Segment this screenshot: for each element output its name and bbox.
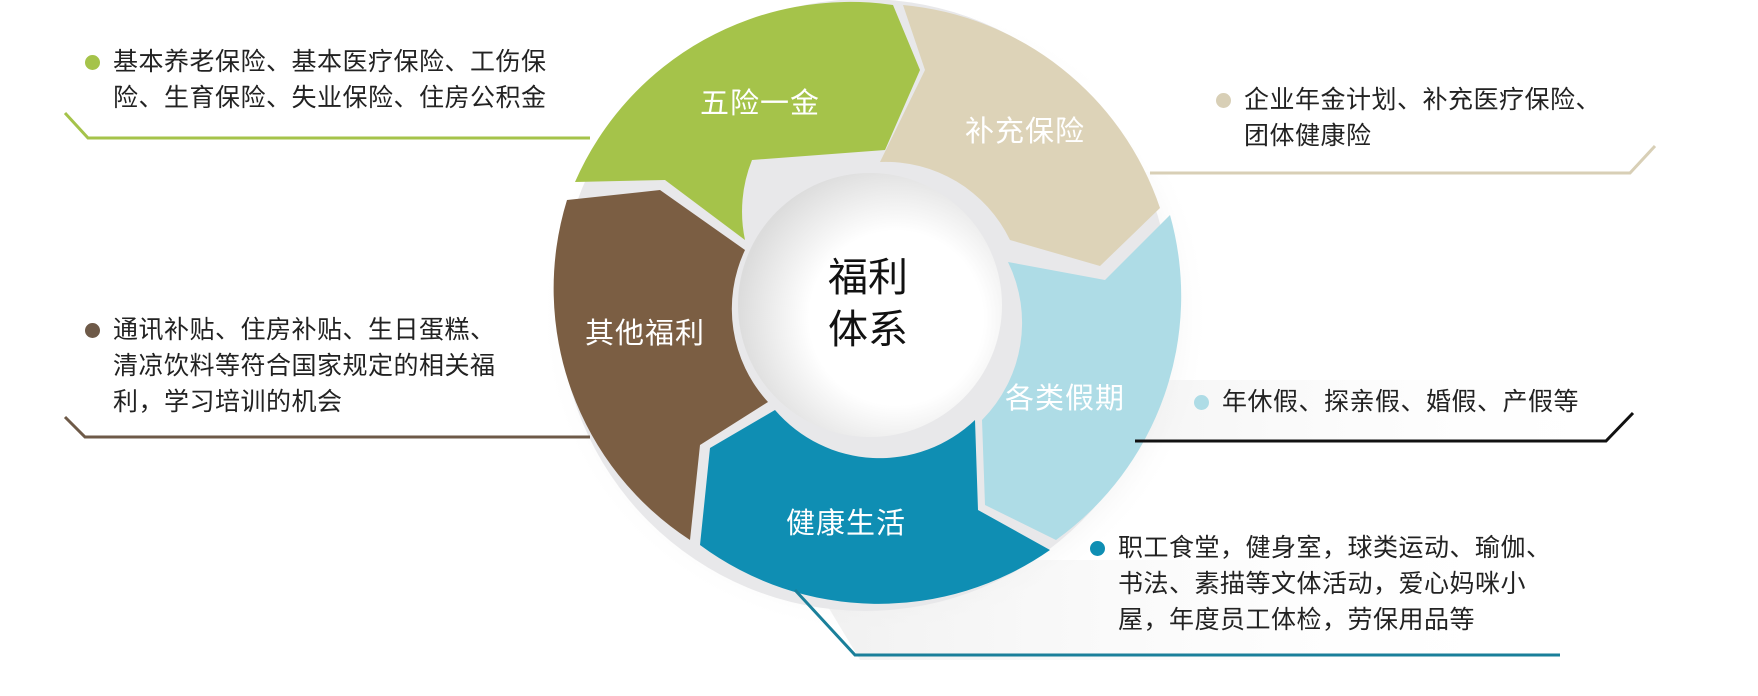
description-line: 书法、素描等文体活动，爱心妈咪小	[1118, 569, 1527, 598]
leader-line-healthy-life	[793, 588, 1560, 657]
center-hub[interactable]	[738, 173, 1002, 437]
description-holidays: 年休假、探亲假、婚假、产假等	[1194, 384, 1580, 420]
description-line: 险、生育保险、失业保险、住房公积金	[113, 83, 547, 112]
segment-five-insurances[interactable]	[575, 1, 920, 240]
leader-line-other-benefits	[63, 415, 590, 439]
description-healthy-life: 职工食堂，健身室，球类运动、瑜伽、 书法、素描等文体活动，爱心妈咪小 屋，年度员…	[1090, 530, 1552, 638]
description-five-insurances: 基本养老保险、基本医疗保险、工伤保 险、生育保险、失业保险、住房公积金	[85, 44, 547, 116]
bullet-dot-icon	[85, 323, 100, 338]
segment-healthy-life[interactable]	[700, 410, 1050, 604]
center-title-line2: 体系	[828, 307, 908, 353]
description-line: 职工食堂，健身室，球类运动、瑜伽、	[1118, 533, 1552, 562]
segment-supplementary-insurance[interactable]	[880, 5, 1160, 266]
segment-other-benefits[interactable]	[553, 190, 768, 540]
bullet-dot-icon	[1216, 93, 1231, 108]
description-line: 企业年金计划、补充医疗保险、	[1244, 85, 1602, 114]
band-holidays	[1020, 380, 1650, 440]
description-line: 年休假、探亲假、婚假、产假等	[1222, 387, 1580, 416]
bullet-dot-icon	[1090, 541, 1105, 556]
bullet-dot-icon	[1194, 395, 1209, 410]
description-line: 屋，年度员工体检，劳保用品等	[1118, 605, 1476, 634]
center-title-line1: 福利	[828, 255, 908, 301]
segment-label-supplementary: 补充保险	[965, 114, 1086, 148]
bullet-dot-icon	[85, 55, 100, 70]
segment-label-other-benefits: 其他福利	[585, 316, 706, 350]
description-line: 团体健康险	[1244, 121, 1372, 150]
description-line: 基本养老保险、基本医疗保险、工伤保	[113, 47, 547, 76]
leader-line-supplementary	[1150, 144, 1657, 175]
segment-label-healthy-life: 健康生活	[786, 506, 907, 540]
leader-line-holidays	[1135, 411, 1635, 443]
description-line: 清凉饮料等符合国家规定的相关福	[113, 351, 496, 380]
band-healthy	[800, 560, 1560, 660]
description-other-benefits: 通讯补贴、住房补贴、生日蛋糕、 清凉饮料等符合国家规定的相关福 利，学习培训的机…	[85, 312, 496, 420]
segment-label-five-insurances: 五险一金	[700, 86, 821, 120]
center-title: 福利 体系	[808, 252, 928, 356]
leader-line-five-insurances	[63, 111, 590, 140]
description-line: 通讯补贴、住房补贴、生日蛋糕、	[113, 315, 496, 344]
segment-holidays[interactable]	[982, 215, 1182, 540]
segment-label-holidays: 各类假期	[1005, 381, 1126, 415]
description-supplementary: 企业年金计划、补充医疗保险、 团体健康险	[1216, 82, 1602, 154]
description-line: 利，学习培训的机会	[113, 387, 343, 416]
